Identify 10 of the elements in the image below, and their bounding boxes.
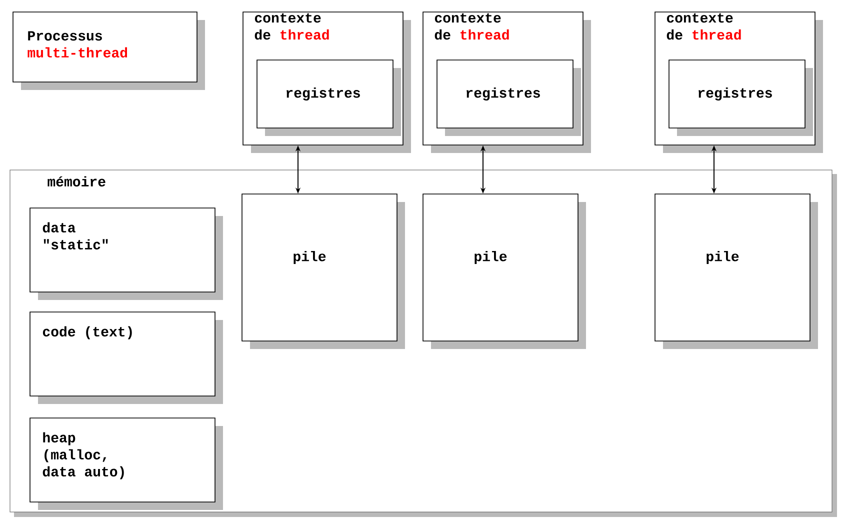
memory-block: pile [422, 194, 586, 349]
title-box: Processus multi-thread [12, 12, 205, 90]
memory-block: registres [436, 60, 581, 136]
memory-block: code (text) [30, 312, 223, 404]
memory-block: data "static" [30, 208, 223, 300]
memory-block: pile [242, 194, 405, 349]
memory-block: registres [256, 60, 401, 136]
memory-block: heap (malloc, data auto) [30, 418, 223, 510]
memory-block: pile [654, 194, 818, 349]
memory-block: registres [668, 60, 813, 136]
